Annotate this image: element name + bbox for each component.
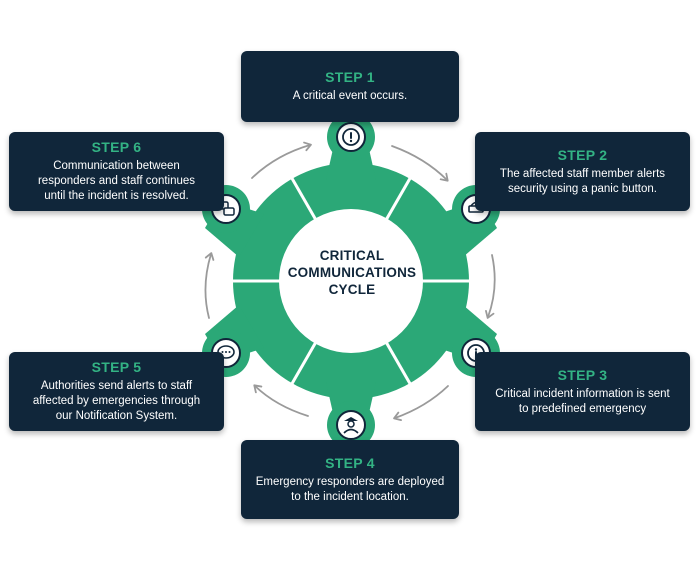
arrow-step3-to-step4 (393, 385, 449, 421)
cycle-title-line-3: CYCLE (328, 282, 376, 297)
step-4-card: STEP 4 Emergency responders are deployed… (241, 440, 459, 519)
step-2-title: STEP 2 (557, 146, 608, 163)
step-3-description: Critical incident information is sent to… (495, 387, 670, 417)
step-5-description: Authorities send alerts to staff affecte… (33, 379, 200, 424)
step-6-line-3: until the incident is resolved. (44, 190, 189, 202)
step-3-title: STEP 3 (557, 366, 608, 383)
step-6-line-1: Communication between (53, 160, 180, 172)
arrow-step1-to-step2 (391, 145, 449, 182)
step-5-line-3: our Notification System. (55, 410, 178, 422)
step-4-line-2: to the incident location. (291, 490, 409, 503)
step-1-line-1: A critical event occurs. (292, 90, 408, 102)
step-1-icon (336, 122, 366, 152)
step-4-line-1: Emergency responders are deployed (255, 475, 445, 488)
step-2-description: The affected staff member alerts securit… (500, 167, 665, 197)
step-5-line-1: Authorities send alerts to staff (40, 380, 193, 392)
step-2-card: STEP 2 The affected staff member alerts … (475, 132, 690, 211)
step-2-line-2: security using a panic button. (508, 182, 657, 195)
step-6-card: STEP 6 Communication between responders … (9, 132, 224, 211)
step-5-line-2: affected by emergencies through (32, 395, 201, 407)
step-1-description: A critical event occurs. (293, 89, 407, 104)
arrow-step5-to-step6 (204, 252, 215, 319)
step-1-title: STEP 1 (325, 69, 375, 85)
step-3-card: STEP 3 Critical incident information is … (475, 352, 690, 431)
step-4-description: Emergency responders are deployed to the… (256, 475, 445, 505)
step-3-line-2: to predefined emergency (518, 402, 647, 415)
arrow-step4-to-step5 (253, 384, 309, 417)
arrow-step2-to-step3 (485, 254, 496, 319)
step-4-title: STEP 4 (325, 454, 375, 471)
step-1-card: STEP 1 A critical event occurs. (241, 51, 459, 122)
arrow-step6-to-step1 (251, 141, 312, 179)
step-2-line-1: The affected staff member alerts (499, 167, 666, 180)
step-5-title: STEP 5 (91, 359, 142, 375)
cycle-title-line-2: COMMUNICATIONS (287, 265, 417, 280)
step-6-description: Communication between responders and sta… (38, 159, 195, 204)
hub-center-disc (279, 209, 423, 353)
step-3-line-1: Critical incident information is sent (495, 387, 670, 400)
step-4-icon (336, 410, 366, 440)
cycle-title: CRITICAL COMMUNICATIONS CYCLE (272, 247, 432, 298)
step-6-line-2: responders and staff continues (37, 175, 196, 187)
step-6-title: STEP 6 (91, 139, 142, 155)
cycle-arrows (204, 141, 496, 421)
step-5-card: STEP 5 Authorities send alerts to staff … (9, 352, 224, 431)
cycle-title-line-1: CRITICAL (319, 248, 385, 263)
